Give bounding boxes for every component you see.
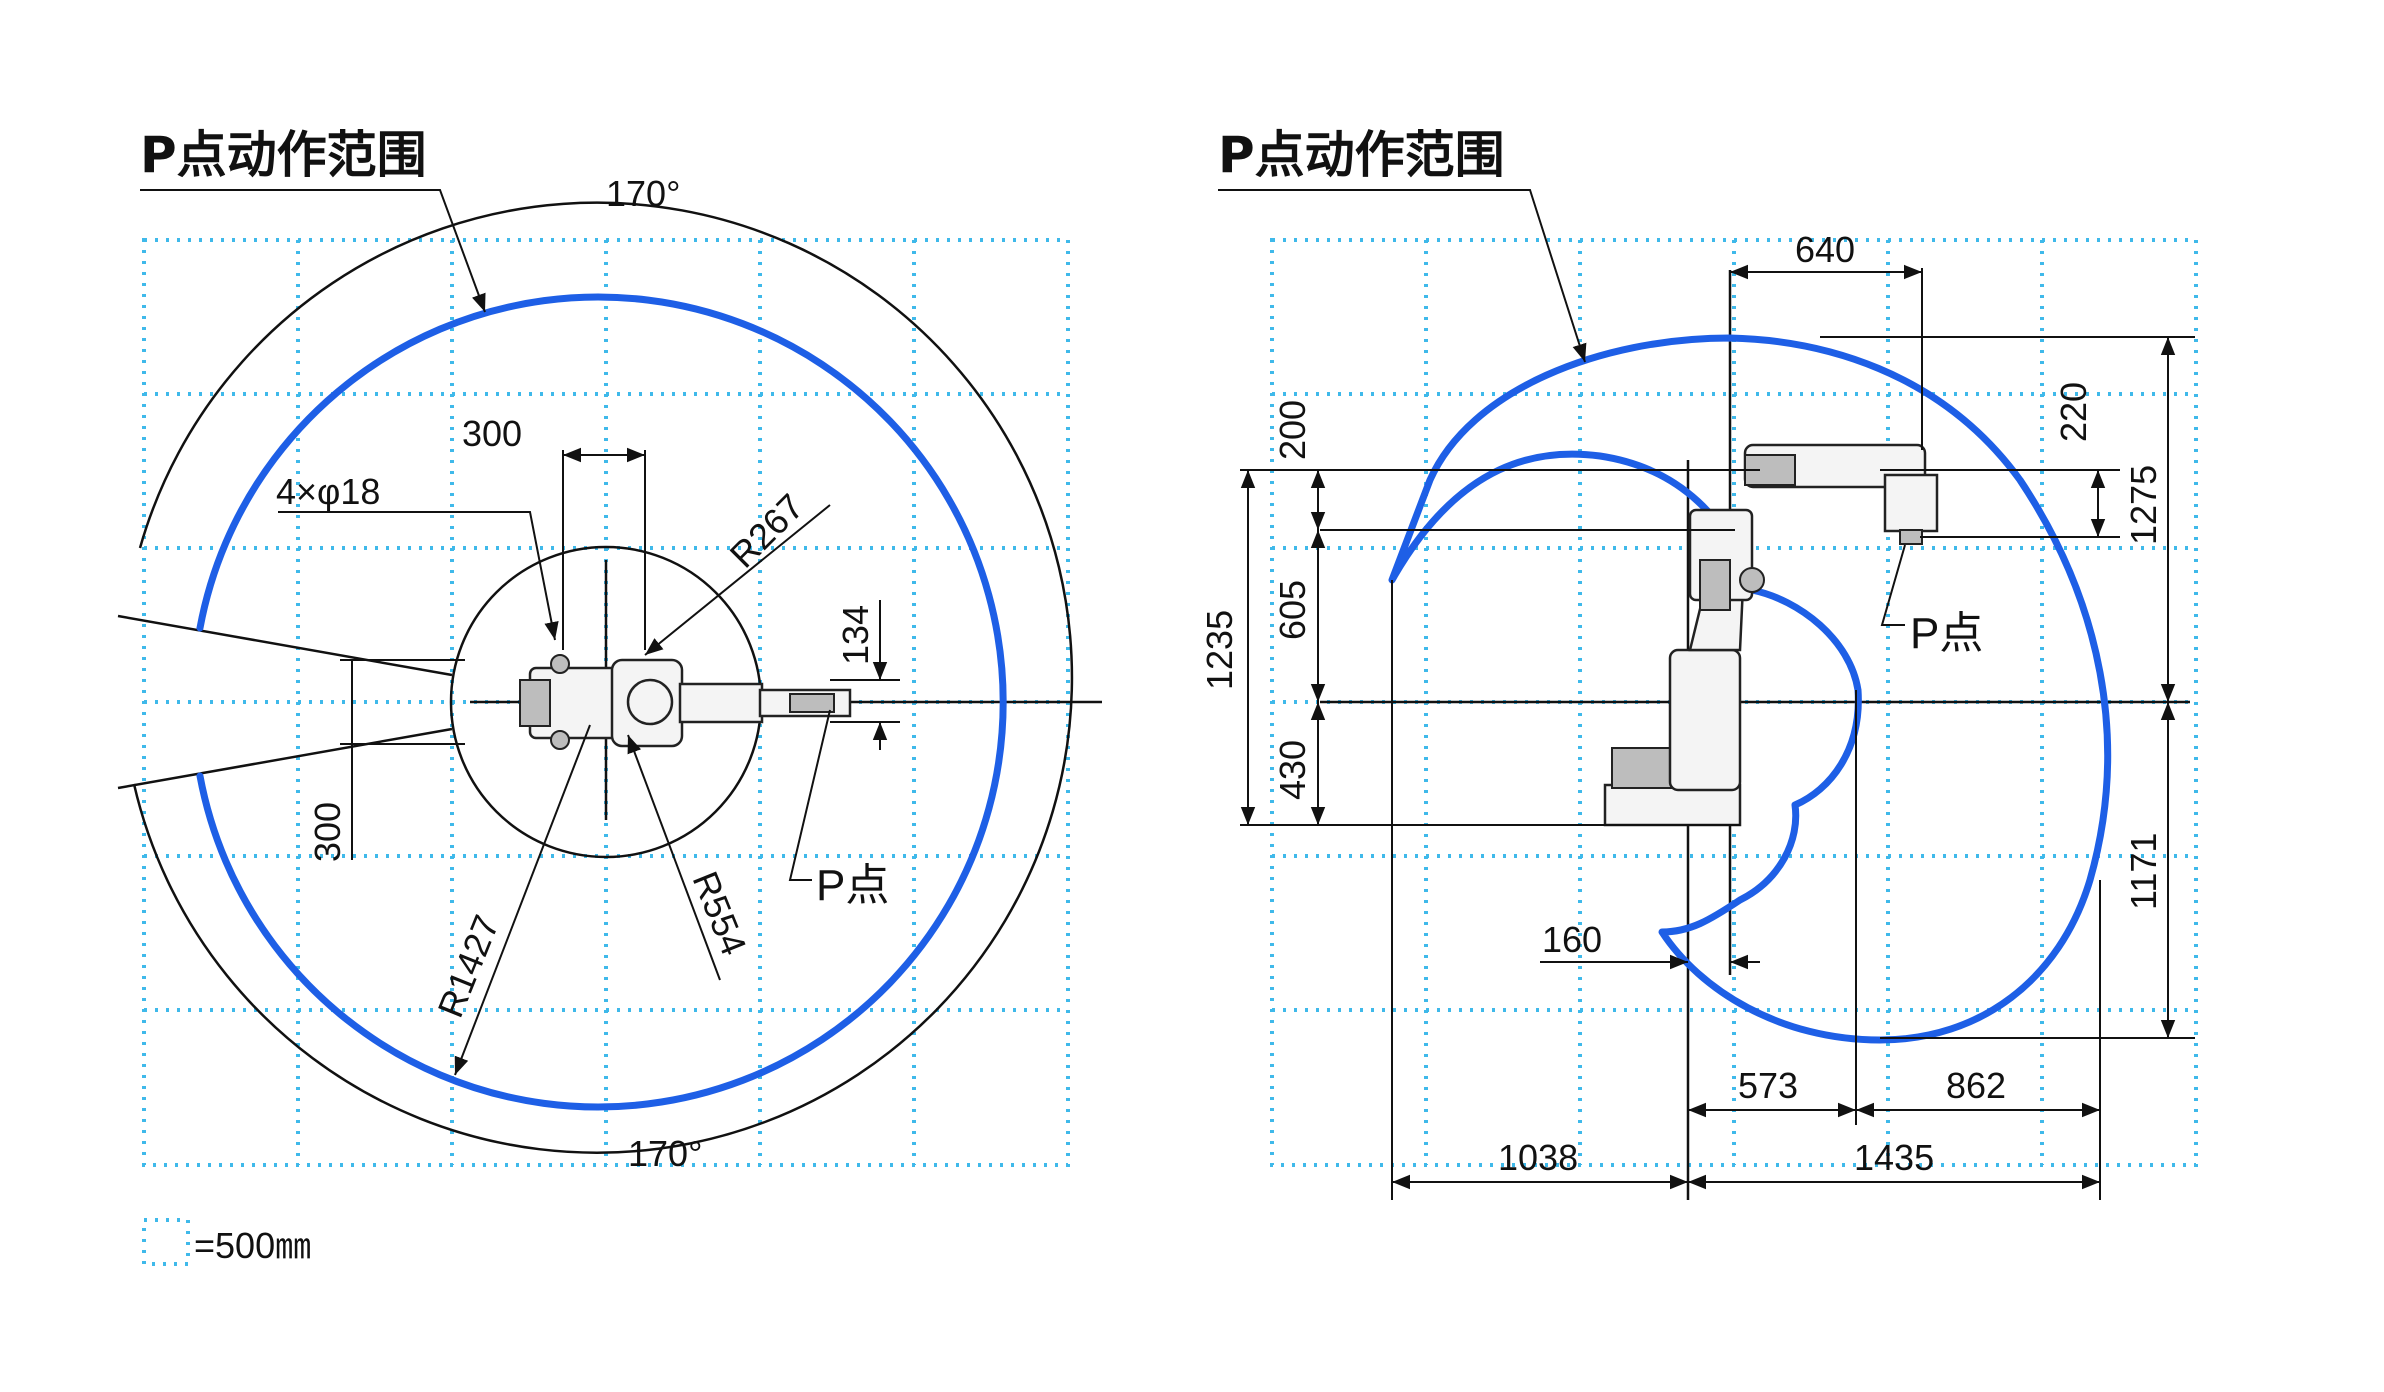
dim-300-left-label: 300 <box>307 802 348 862</box>
dotted-square-icon <box>142 1218 190 1266</box>
dim-1038-label: 1038 <box>1498 1137 1578 1178</box>
limit-line-upper <box>117 614 453 677</box>
p-point-envelope-side <box>1388 334 2112 1044</box>
p-point-label-top: P点 <box>816 861 889 910</box>
robot-side-view <box>1603 443 1939 827</box>
dim-1275-label: 1275 <box>2123 465 2164 545</box>
dim-r1427-line <box>454 724 591 1076</box>
p-point-leader-top <box>788 709 831 881</box>
dim-862-label: 862 <box>1946 1065 2006 1106</box>
dim-1435-label: 1435 <box>1854 1137 1934 1178</box>
dim-1235-label: 1235 <box>1199 610 1240 690</box>
grid-legend: =500㎜ <box>142 1218 311 1266</box>
robot-top-view <box>519 654 852 750</box>
outer-limit-arc <box>132 201 1074 1154</box>
dim-1171-label: 1171 <box>2123 833 2164 910</box>
side-view-title: P点动作范围 <box>1218 126 1505 184</box>
dim-160-label: 160 <box>1542 919 1602 960</box>
dim-430-label: 430 <box>1272 740 1313 800</box>
dim-220-label: 220 <box>2053 382 2094 442</box>
top-view: 300 4×φ18 R267 134 300 R1427 R554 P点 170… <box>117 126 1102 1174</box>
top-view-title: P点动作范围 <box>140 126 427 184</box>
p-point-leader-side <box>1880 544 1906 626</box>
dim-hole-label: 4×φ18 <box>276 471 380 512</box>
side-view: 640 1235 200 605 430 220 1275 1171 P点 <box>1199 126 2198 1200</box>
dim-300-top-label: 300 <box>462 413 522 454</box>
angle-label-top: 170° <box>606 173 680 214</box>
side-view-title-leader <box>1218 189 1587 363</box>
p-point-label-side: P点 <box>1910 609 1983 658</box>
angle-label-bottom: 170° <box>628 1133 702 1174</box>
dim-hole-leader <box>278 511 559 641</box>
dim-200-label: 200 <box>1272 400 1313 460</box>
dim-r1427-label: R1427 <box>429 909 507 1023</box>
legend-text: =500㎜ <box>194 1225 311 1266</box>
dim-605-label: 605 <box>1272 580 1313 640</box>
dim-134-label: 134 <box>835 605 876 665</box>
dim-573-label: 573 <box>1738 1065 1798 1106</box>
p-point-envelope-top <box>196 293 1007 1111</box>
top-view-title-leader <box>140 189 486 313</box>
limit-line-lower <box>117 727 453 790</box>
dim-640-label: 640 <box>1795 229 1855 270</box>
dim-r267-line <box>644 504 831 656</box>
dim-r554-line <box>627 734 721 981</box>
